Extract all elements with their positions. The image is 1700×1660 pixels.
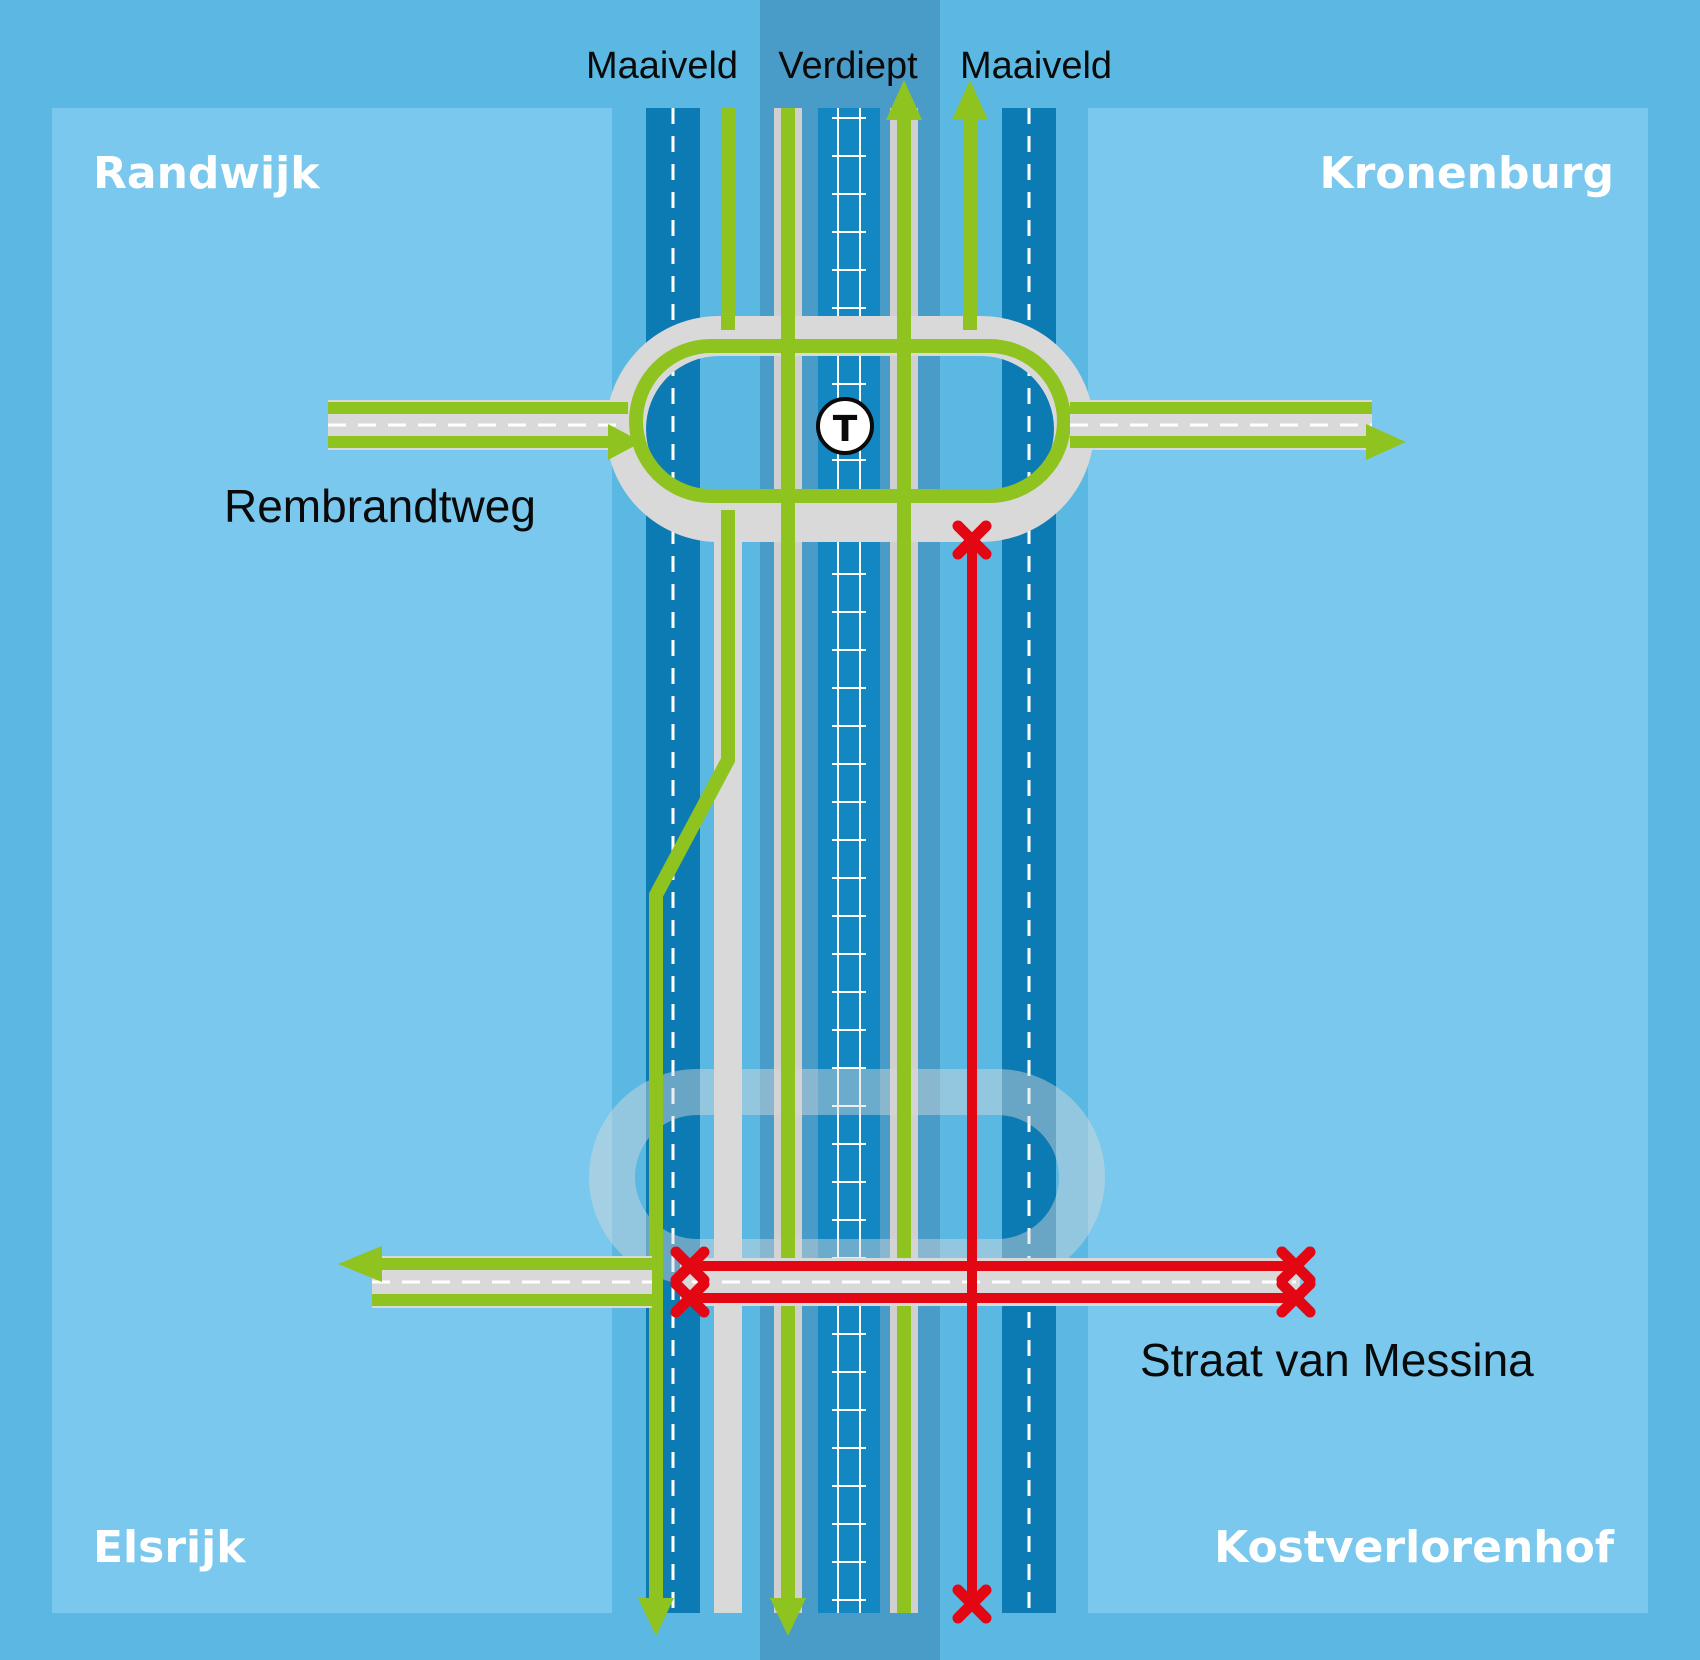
tram-stop-letter: T: [833, 409, 858, 450]
closure-cross-messina-west-b: [670, 1278, 710, 1318]
arrow-route-center-left: [770, 1598, 806, 1636]
column-label-right: Maaiveld: [960, 45, 1112, 87]
arrow-rembrandtweg-east: [1366, 424, 1406, 460]
closure-cross-messina-east-b: [1276, 1278, 1316, 1318]
route-west-south: [649, 510, 735, 1600]
district-block-east: [1088, 108, 1648, 1613]
northern-roundabout-route: [629, 339, 1071, 503]
district-label-kostverlorenhof: Kostverlorenhof: [1214, 1522, 1615, 1573]
district-block-west: [52, 108, 612, 1613]
arrow-messina-west: [338, 1246, 382, 1282]
closure-cross-east-north: [952, 520, 992, 560]
arrow-route-east-north: [952, 80, 988, 120]
district-label-elsrijk: Elsrijk: [93, 1522, 247, 1573]
tram-stop-icon: T: [816, 397, 874, 455]
arrow-rembrandtweg-west: [608, 424, 642, 460]
carriageway-center: [818, 108, 880, 1613]
street-label-straat-van-messina: Straat van Messina: [1140, 1334, 1534, 1386]
arrow-route-west-south: [638, 1598, 674, 1636]
column-label-left: Maaiveld: [586, 45, 738, 87]
closure-cross-east-south: [952, 1584, 992, 1624]
column-label-center: Verdiept: [778, 45, 918, 87]
arrow-route-center-right: [886, 80, 922, 120]
street-label-rembrandtweg: Rembrandtweg: [224, 480, 536, 532]
closure-cross-messina-east-a: [1276, 1246, 1316, 1286]
district-label-randwijk: Randwijk: [93, 148, 321, 199]
closure-cross-messina-west-a: [670, 1246, 710, 1286]
district-label-kronenburg: Kronenburg: [1319, 148, 1614, 199]
